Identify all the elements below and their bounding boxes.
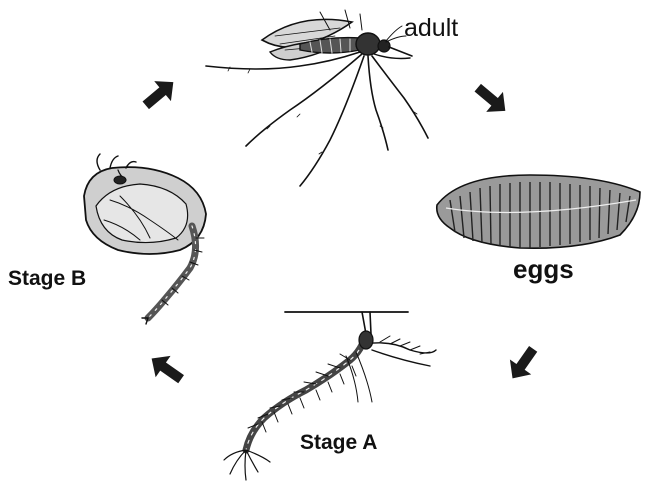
- arrow-icon: [144, 348, 188, 390]
- eggs-label: eggs: [513, 256, 574, 282]
- larva-icon: [224, 312, 436, 480]
- arrow-icon: [469, 78, 513, 121]
- arrow-icon: [502, 341, 544, 385]
- mosquito-icon: [206, 10, 428, 186]
- arrow-icon: [137, 72, 181, 115]
- stage-a-label: Stage A: [300, 432, 377, 453]
- adult-label: adult: [404, 16, 458, 41]
- stage-b-label: Stage B: [8, 268, 86, 289]
- egg-raft-icon: [437, 175, 640, 248]
- pupa-icon: [84, 154, 206, 324]
